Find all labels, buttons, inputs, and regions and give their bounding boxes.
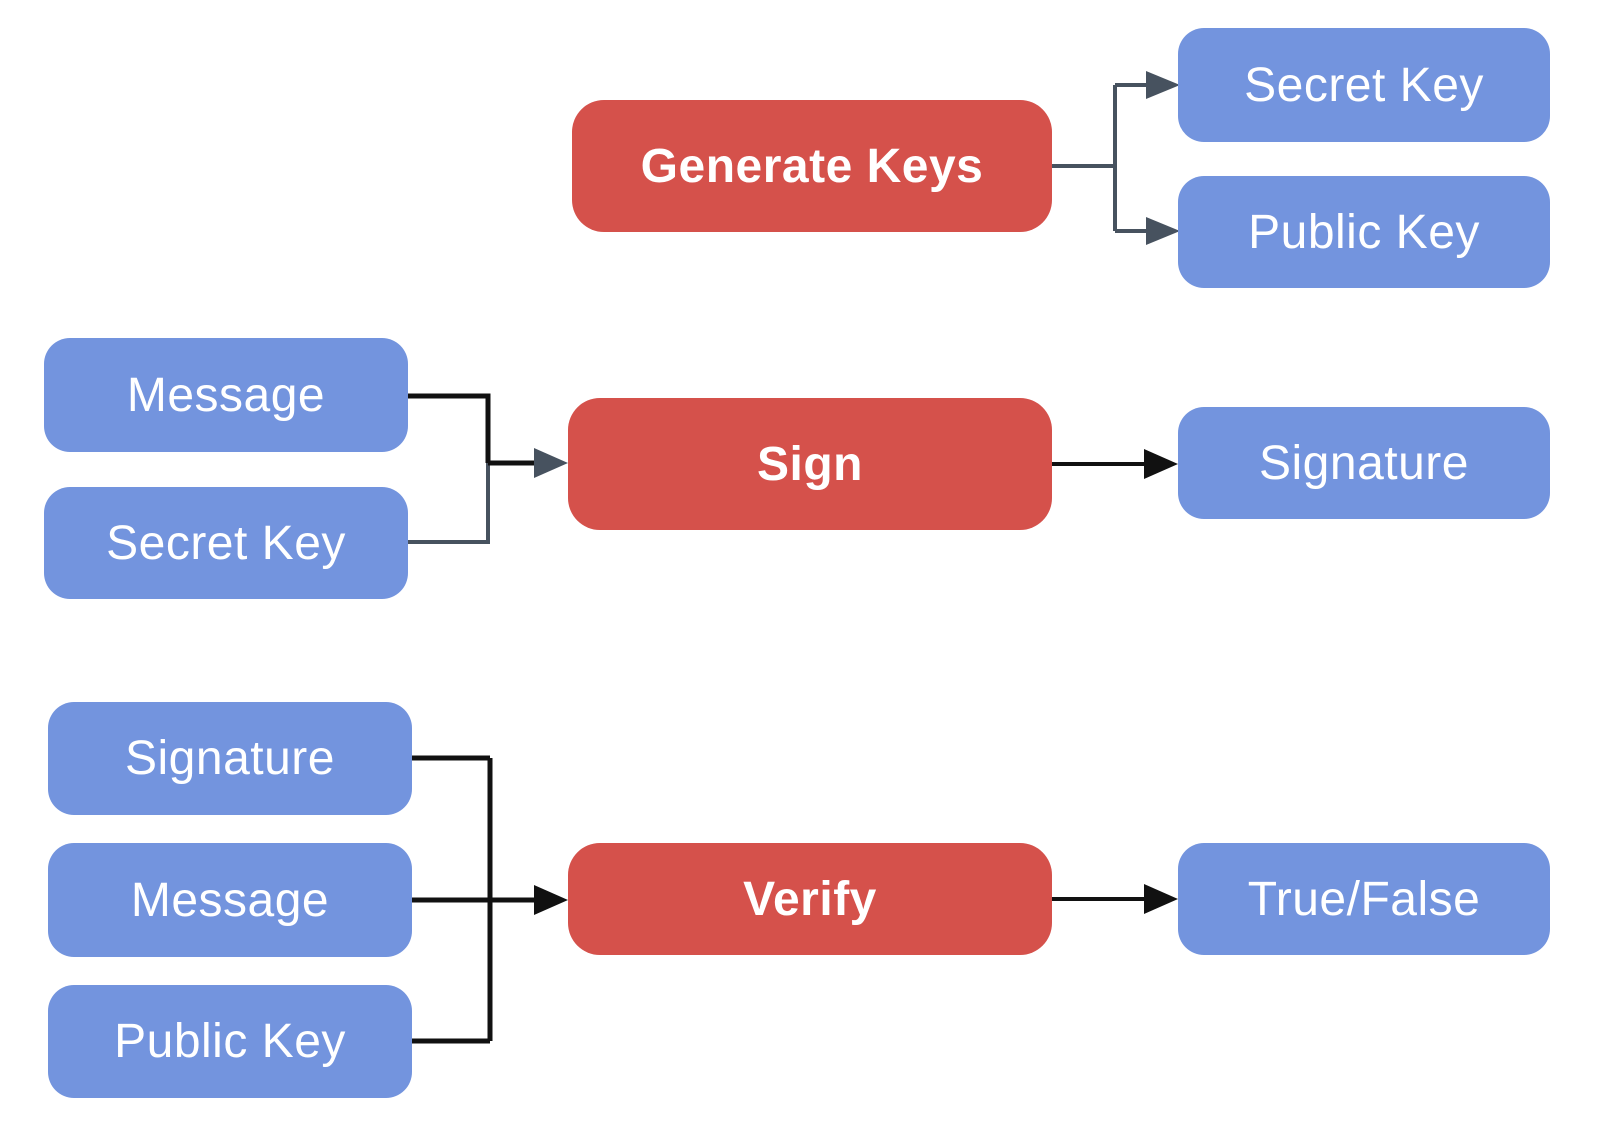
node-sign: Sign	[568, 398, 1052, 530]
node-signature-verify-input-label: Signature	[125, 732, 335, 785]
node-true-false-output: True/False	[1178, 843, 1550, 955]
node-public-key-verify-input-label: Public Key	[114, 1015, 346, 1068]
node-public-key-output-label: Public Key	[1248, 205, 1480, 259]
node-secret-key-sign-input: Secret Key	[44, 487, 408, 599]
arrowhead-to-signature	[1144, 449, 1178, 479]
node-public-key-output: Public Key	[1178, 176, 1550, 288]
node-secret-key-output-label: Secret Key	[1244, 58, 1484, 112]
node-signature-output-label: Signature	[1259, 436, 1469, 490]
node-verify: Verify	[568, 843, 1052, 955]
arrowhead-to-verify	[534, 885, 568, 915]
connector-message-to-sign	[408, 393, 491, 463]
arrowhead-to-secret-key	[1146, 71, 1180, 99]
node-message-sign-input-label: Message	[126, 368, 326, 422]
node-verify-label: Verify	[743, 872, 877, 926]
node-signature-output: Signature	[1178, 407, 1550, 519]
arrowhead-to-sign	[534, 448, 568, 478]
node-message-sign-input: Message	[44, 338, 408, 452]
node-public-key-verify-input: Public Key	[48, 985, 412, 1098]
node-true-false-output-label: True/False	[1247, 872, 1481, 926]
node-message-verify-input-label: Message	[130, 873, 330, 927]
node-generate-keys: Generate Keys	[572, 100, 1052, 232]
node-secret-key-output: Secret Key	[1178, 28, 1550, 142]
node-sign-label: Sign	[757, 437, 863, 491]
node-message-verify-input: Message	[48, 843, 412, 957]
arrowhead-to-public-key	[1146, 217, 1180, 245]
node-signature-verify-input: Signature	[48, 702, 412, 815]
connector-secret-key-to-sign	[408, 463, 490, 544]
node-generate-keys-label: Generate Keys	[640, 139, 984, 193]
node-secret-key-sign-input-label: Secret Key	[106, 516, 346, 570]
arrowhead-to-true-false	[1144, 884, 1178, 914]
